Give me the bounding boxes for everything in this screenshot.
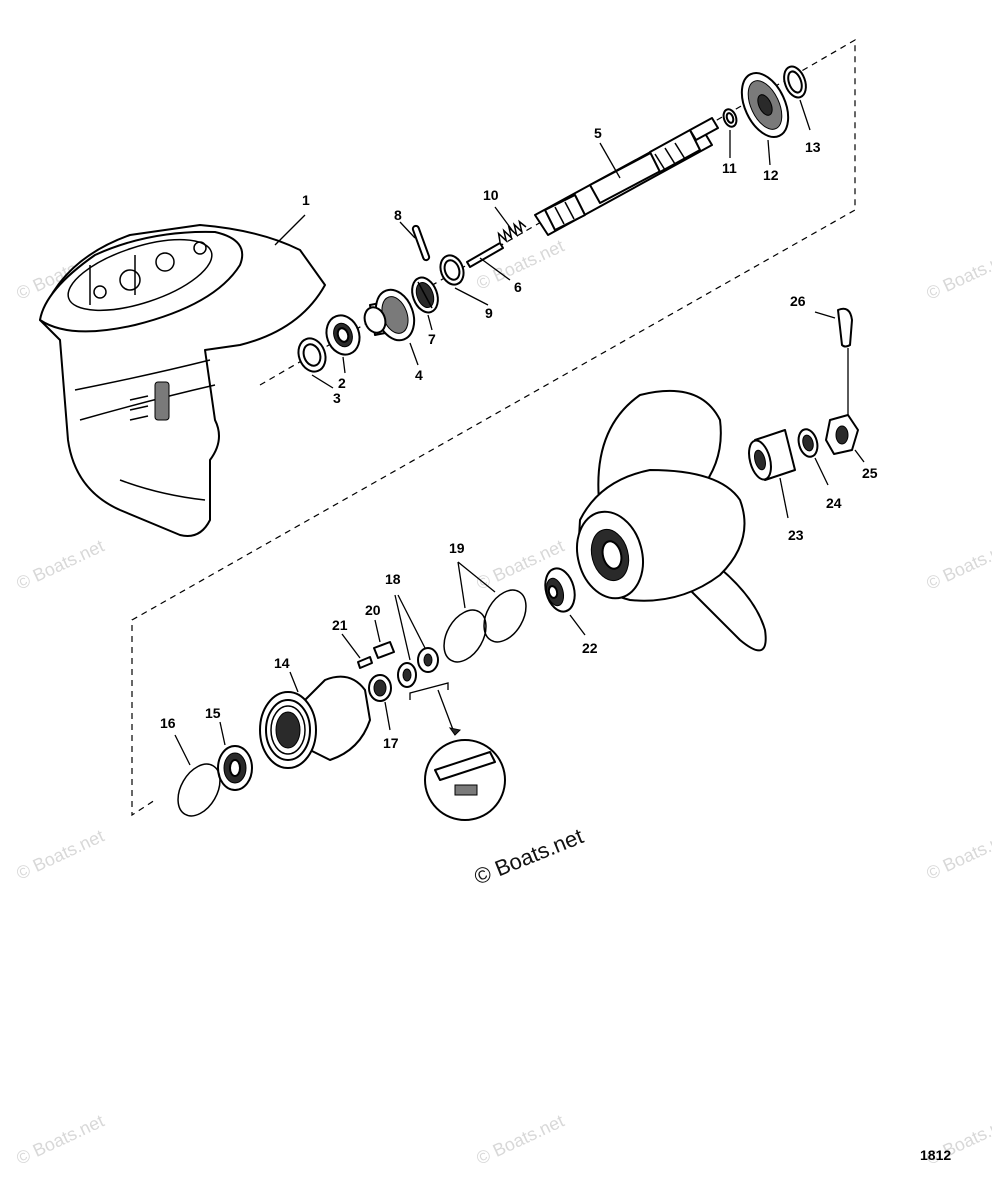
callout-26: 26 — [790, 293, 806, 309]
part-rod-6 — [466, 242, 504, 268]
callout-2: 2 — [338, 375, 346, 391]
part-gear-7 — [411, 276, 439, 314]
part-gear-housing — [39, 224, 326, 537]
detail-inset — [409, 682, 506, 821]
callout-22: 22 — [582, 640, 598, 656]
part-bearing-17 — [368, 674, 392, 702]
callout-14: 14 — [274, 655, 290, 671]
assembly-boundary-dashed — [131, 38, 856, 817]
watermark-faint-10: © Boats.net — [473, 1111, 567, 1169]
part-cotter-pin-26 — [837, 307, 853, 348]
callout-4: 4 — [415, 367, 423, 383]
callout-25: 25 — [862, 465, 878, 481]
diagram-number: 1812 — [920, 1147, 951, 1163]
part-gear-4 — [363, 288, 416, 342]
callout-8: 8 — [394, 207, 402, 223]
part-thrust-hub-22 — [544, 567, 576, 613]
part-washer-24 — [797, 428, 819, 458]
part-nut-25 — [825, 414, 859, 455]
part-shaft-5 — [534, 117, 719, 236]
callout-10: 10 — [483, 187, 499, 203]
callout-6: 6 — [514, 279, 522, 295]
part-washers-18 — [397, 647, 439, 688]
watermark-faint-3: © Boats.net — [923, 246, 992, 304]
part-ring-13 — [783, 65, 807, 99]
callout-21: 21 — [332, 617, 348, 633]
callout-18: 18 — [385, 571, 401, 587]
watermark-main: © Boats.net — [471, 823, 587, 889]
part-bevel-gear-12 — [740, 72, 790, 138]
callout-19: 19 — [449, 540, 465, 556]
part-shim-3 — [297, 337, 327, 373]
part-o-rings-19 — [443, 589, 527, 663]
part-bearing-15 — [217, 745, 253, 791]
part-propeller — [576, 389, 767, 652]
part-screw-21 — [357, 656, 373, 669]
part-o-ring-16 — [177, 763, 221, 817]
watermark-faint-8: © Boats.net — [923, 826, 992, 884]
callout-16: 16 — [160, 715, 176, 731]
callout-5: 5 — [594, 125, 602, 141]
part-bearing-2 — [325, 314, 361, 356]
callout-labels: 1 2 3 4 5 6 7 8 9 10 11 12 13 14 15 16 1… — [160, 125, 878, 751]
part-pin-8 — [411, 224, 431, 262]
part-ring-11 — [722, 108, 738, 128]
part-bearing-carrier-14 — [259, 675, 371, 769]
watermark-faint-9: © Boats.net — [13, 1111, 107, 1169]
callout-13: 13 — [805, 139, 821, 155]
callout-1: 1 — [302, 192, 310, 208]
callout-24: 24 — [826, 495, 842, 511]
part-spring-10 — [497, 219, 527, 243]
part-spacer-23 — [748, 429, 796, 481]
callout-17: 17 — [383, 735, 399, 751]
callout-11: 11 — [722, 160, 737, 176]
watermark-faint-7: © Boats.net — [13, 826, 107, 884]
callout-20: 20 — [365, 602, 381, 618]
part-screw-20 — [373, 641, 395, 659]
callout-23: 23 — [788, 527, 804, 543]
part-washer-9 — [439, 254, 465, 286]
callout-15: 15 — [205, 705, 221, 721]
callout-3: 3 — [333, 390, 341, 406]
leader-lines — [174, 99, 865, 766]
watermark-faint-4: © Boats.net — [13, 536, 107, 594]
watermark-faint-6: © Boats.net — [923, 536, 992, 594]
callout-9: 9 — [485, 305, 493, 321]
callout-7: 7 — [428, 331, 436, 347]
callout-12: 12 — [763, 167, 779, 183]
